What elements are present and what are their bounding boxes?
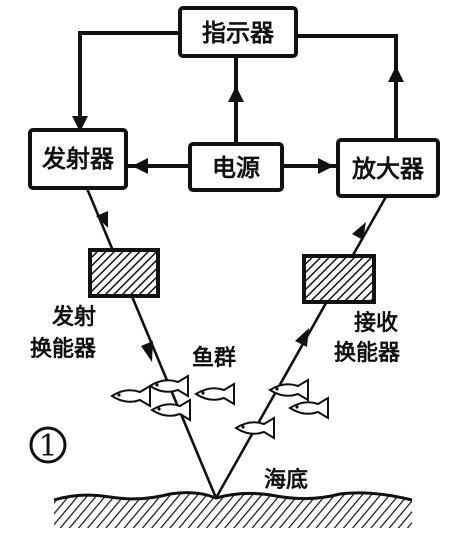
fish-icon: [234, 416, 275, 440]
transmit-transducer-label-line1: 发射: [51, 304, 96, 330]
arrow-head-receiver-up: [352, 222, 366, 240]
figure-number-circle: [29, 426, 67, 464]
transmit-transducer-label-line2: 换能器: [30, 336, 97, 362]
wire-amplifier-to-indicator: [296, 34, 398, 140]
fish-icon: [148, 374, 189, 398]
transmit-transducer: [88, 248, 160, 298]
seabed-label: 海底: [264, 467, 308, 493]
amplifier-label: 放大器: [351, 155, 425, 183]
arrow-head-transducer-down: [96, 211, 108, 228]
seabed: [54, 492, 412, 528]
transmitter-box: 发射器: [28, 128, 128, 190]
fish-school: [110, 374, 329, 440]
arrow-head-amplifier-up: [388, 66, 404, 82]
arrow-head-power-left: [132, 158, 148, 174]
arrow-head-beam-down: [141, 341, 153, 362]
receive-transducer-label-line2: 换能器: [334, 340, 401, 366]
transmitter-label: 发射器: [41, 145, 115, 173]
fish-icon: [288, 396, 329, 420]
wire-indicator-to-transmitter: [78, 31, 180, 128]
amplifier-box: 放大器: [336, 138, 440, 198]
arrow-head-power-up: [228, 86, 244, 102]
fish-icon: [268, 378, 309, 402]
arrow-head-transmitter: [72, 116, 88, 132]
power-label: 电源: [212, 154, 260, 182]
arrow-head-beam-up: [295, 328, 309, 347]
fish-icon: [110, 384, 151, 408]
fish-school-label: 鱼群: [192, 345, 236, 371]
receive-transducer: [302, 254, 376, 304]
fish-icon: [194, 382, 235, 406]
seabed-surface: [53, 491, 413, 502]
fish-icon: [150, 398, 191, 422]
indicator-box: 指示器: [178, 6, 298, 58]
figure-number: 1: [38, 429, 57, 464]
indicator-label: 指示器: [202, 19, 275, 47]
receive-transducer-label-line1: 接收: [354, 310, 398, 336]
power-box: 电源: [188, 142, 284, 192]
arrow-head-power-right: [318, 158, 334, 174]
